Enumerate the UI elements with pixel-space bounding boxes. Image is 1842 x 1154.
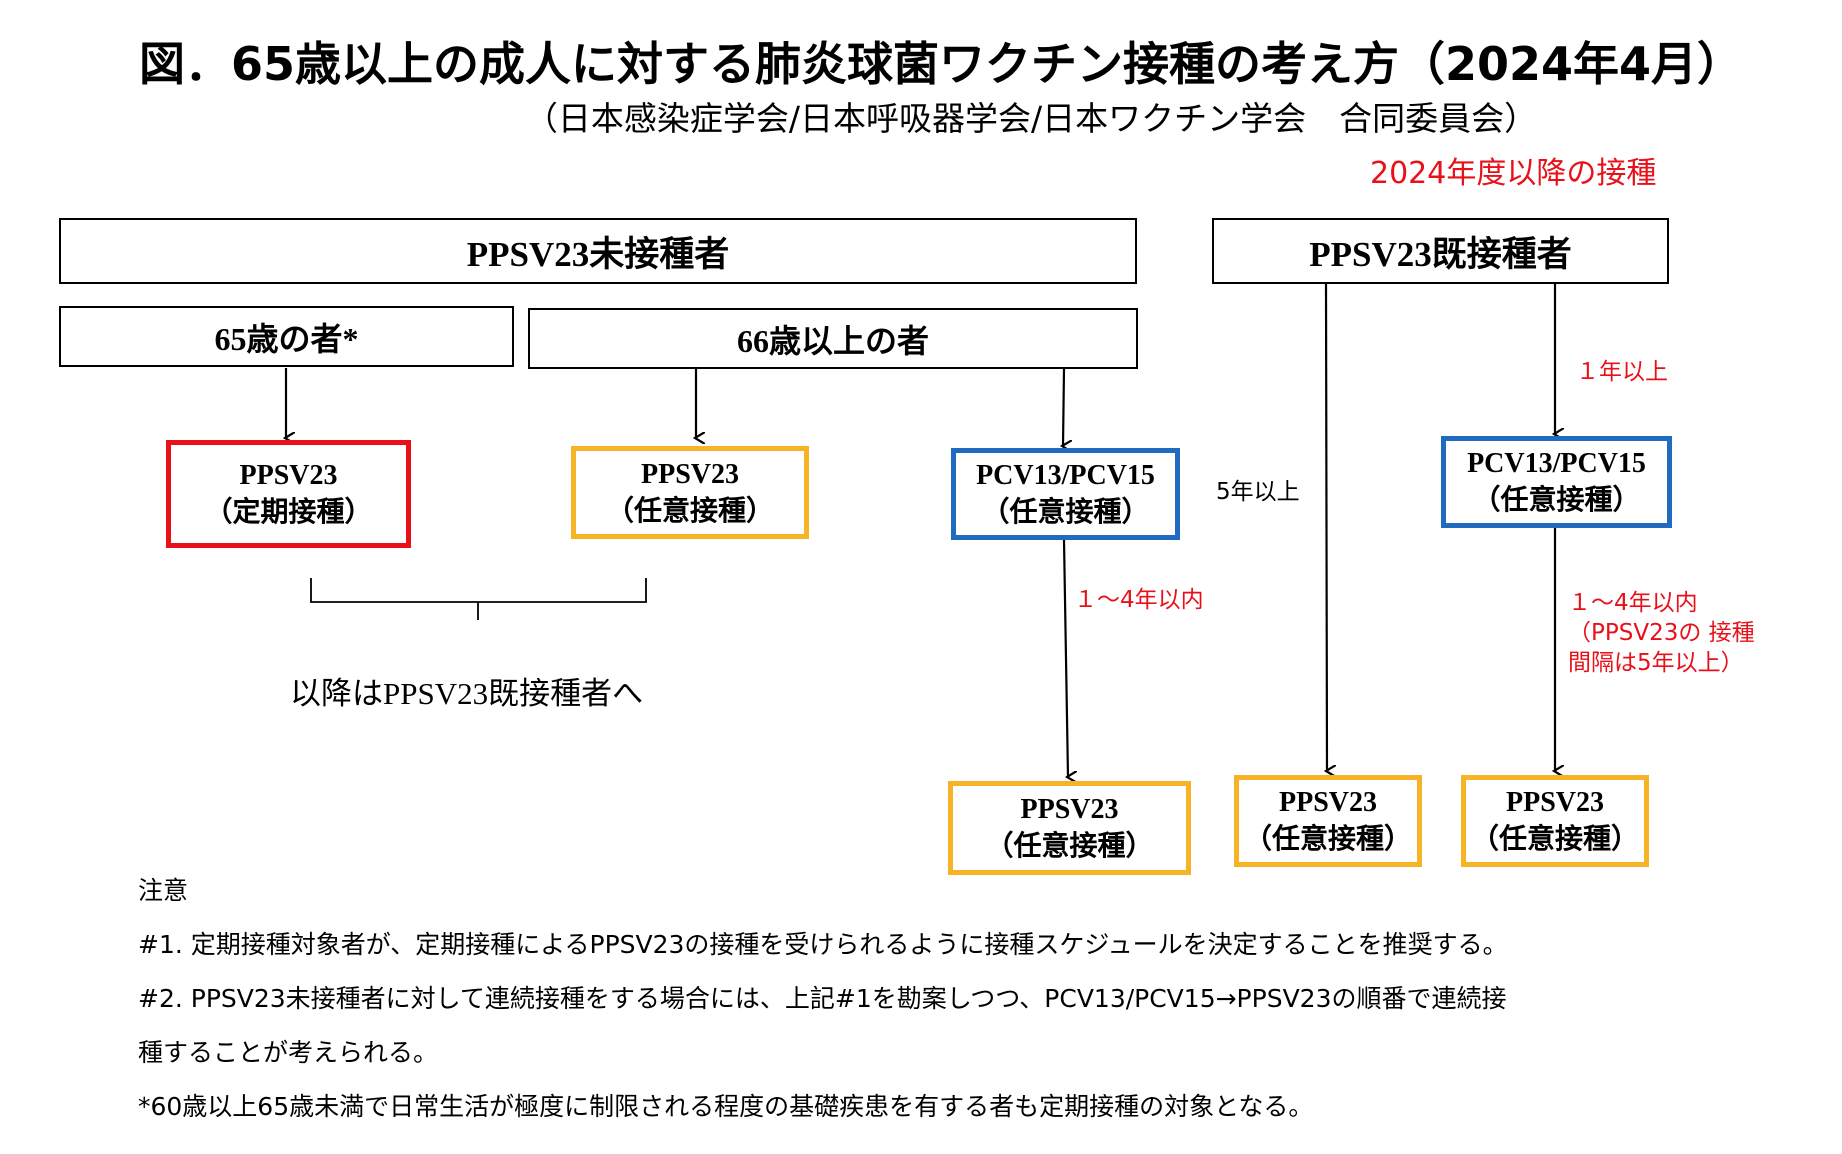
vaccine-ppsv23-after-pcv-vaccinated: PPSV23 （任意接種） [1461, 775, 1649, 867]
curly-bracket [310, 578, 647, 620]
age-65-box: 65歳の者* [59, 306, 514, 367]
group-vaccinated: PPSV23既接種者 [1212, 218, 1669, 284]
vaccine-ppsv23-after-pcv-66: PPSV23 （任意接種） [948, 781, 1191, 875]
interval-one-year: １年以上 [1576, 359, 1668, 385]
interval-pcv-to-ppsv-a: １～4年以内 [1074, 587, 1204, 613]
group-vaccinated-label: PPSV23既接種者 [1309, 234, 1572, 274]
vaccine-ppsv23-optional-66: PPSV23 （任意接種） [571, 446, 809, 539]
interval-five-years: 5年以上 [1216, 479, 1300, 505]
vaccine-name: PCV13/PCV15 [1467, 448, 1646, 479]
vaccine-type: （任意接種） [1472, 483, 1641, 516]
page-subtitle: （日本感染症学会/日本呼吸器学会/日本ワクチン学会 合同委員会） [524, 99, 1538, 138]
vaccine-name: PPSV23 [641, 458, 739, 490]
vaccine-type: （任意接種） [605, 493, 774, 527]
age-65-label: 65歳の者* [214, 320, 359, 357]
vaccine-name: PCV13/PCV15 [976, 460, 1155, 491]
interval-line: （PPSV23の 接種 [1568, 620, 1755, 646]
group-unvaccinated-label: PPSV23未接種者 [466, 234, 730, 274]
age-66plus-label: 66歳以上の者 [736, 322, 929, 359]
vaccine-type: （任意接種） [985, 829, 1154, 862]
arrow-pcv-to-ppsv-a [1062, 539, 1068, 777]
arrow-66-to-pcv [1063, 368, 1064, 446]
since-label: 2024年度以降の接種 [1370, 156, 1657, 191]
vaccine-pcv-optional-66: PCV13/PCV15 （任意接種） [951, 448, 1180, 540]
interval-pcv-to-ppsv-b: １～4年以内 （PPSV23の 接種 間隔は5年以上） [1568, 588, 1755, 678]
age-66plus-box: 66歳以上の者 [528, 308, 1138, 369]
vaccine-type: （任意接種） [981, 495, 1150, 528]
vaccine-name: PPSV23 [1506, 787, 1604, 818]
arrow-vaccinated-to-ppsv-5y [1326, 283, 1327, 771]
vaccine-ppsv23-after-5y: PPSV23 （任意接種） [1234, 775, 1422, 867]
vaccine-name: PPSV23 [239, 460, 338, 491]
page-title: 図．65歳以上の成人に対する肺炎球菌ワクチン接種の考え方（2024年4月） [138, 37, 1744, 91]
vaccine-name: PPSV23 [1279, 787, 1377, 818]
notes-heading: 注意 [138, 876, 189, 905]
note-2-line-2: 種することが考えられる。 [138, 1038, 439, 1067]
interval-line: 間隔は5年以上） [1568, 650, 1744, 676]
vaccine-name: PPSV23 [1020, 794, 1119, 825]
vaccine-pcv-optional-vaccinated: PCV13/PCV15 （任意接種） [1441, 436, 1672, 528]
bracket-label: 以降はPPSV23既接種者へ [290, 676, 644, 711]
group-unvaccinated: PPSV23未接種者 [59, 218, 1137, 284]
footnote: *60歳以上65歳未満で日常生活が極度に制限される程度の基礎疾患を有する者も定期… [138, 1092, 1314, 1121]
vaccine-type: （定期接種） [204, 495, 373, 528]
vaccine-type: （任意接種） [1470, 822, 1639, 855]
interval-line: １～4年以内 [1568, 590, 1698, 616]
vaccine-type: （任意接種） [1243, 822, 1412, 855]
note-2-line-1: #2. PPSV23未接種者に対して連続接種をする場合には、上記#1を勘案しつつ… [138, 984, 1507, 1013]
note-1: #1. 定期接種対象者が、定期接種によるPPSV23の接種を受けられるように接種… [138, 930, 1508, 959]
vaccine-ppsv23-routine: PPSV23 （定期接種） [166, 440, 411, 548]
